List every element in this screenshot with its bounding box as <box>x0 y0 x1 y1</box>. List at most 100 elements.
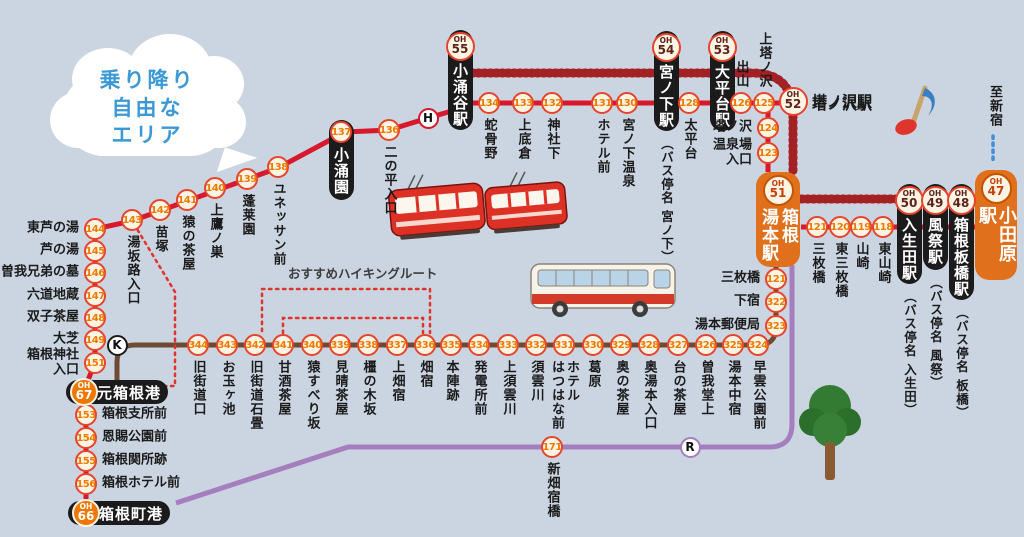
stop-146: 146 <box>84 262 106 284</box>
stop-333: 333 <box>497 334 519 356</box>
cloud-puff <box>62 72 232 156</box>
stop-148: 148 <box>84 307 106 329</box>
bus-illustration <box>530 263 676 317</box>
stop-342: 342 <box>244 334 266 356</box>
route-marker-K: K <box>106 334 128 356</box>
stop-label-328: 奥湯本入口 <box>641 360 657 430</box>
station-box-OH51: 箱根 湯本駅 <box>756 172 800 267</box>
stop-121: 121 <box>765 268 787 290</box>
stop-120: 120 <box>829 216 851 238</box>
stop-label-332: 須雲川 <box>528 360 544 402</box>
stop-label-142: 苗塚 <box>152 225 168 253</box>
station-name-OH47: 小田原駅 <box>976 206 1017 263</box>
station-note-OH49: （バス停名 風祭） <box>928 276 943 390</box>
stop-label-146: 曽我兄弟の墓 <box>0 264 79 280</box>
stop-label-323: 湯本郵便局 <box>694 317 760 333</box>
stop-171: 171 <box>541 436 563 458</box>
stop-label-144: 東芦の湯 <box>26 220 79 236</box>
stop-125: 125 <box>753 92 775 114</box>
stop-label-143: 湯坂路入口 <box>124 235 140 305</box>
station-name-OH53: 大平台駅 <box>713 64 731 128</box>
stop-label-130: 宮ノ下温泉 <box>619 118 635 188</box>
stop-label-322: 下宿 <box>733 293 760 309</box>
station-label-OH52: 塔ノ沢駅 <box>812 92 873 111</box>
station-name-OH49: 風祭駅 <box>926 217 944 265</box>
stop-329: 329 <box>610 334 632 356</box>
stop-132: 132 <box>541 92 563 114</box>
stop-label-342: 旧街道石畳 <box>247 360 263 430</box>
train-illustration <box>388 171 568 240</box>
stop-label-326: 曽我堂上 <box>698 360 714 416</box>
stop-156: 156 <box>75 473 97 495</box>
stop-label-324: 早雲公園前 <box>750 360 766 430</box>
station-note-OH50: （バス停名 入生田） <box>902 290 917 417</box>
stop-label-339: 見晴茶屋 <box>332 360 348 416</box>
stop-142: 142 <box>149 199 171 221</box>
stop-label-331: ホテル はつはな前 <box>549 360 579 430</box>
stop-label-140: 上鷹ノ巣 <box>207 203 223 259</box>
stop-155: 155 <box>75 450 97 472</box>
station-name-OH55: 小涌谷駅 <box>451 63 469 127</box>
stop-label-335: 本陣跡 <box>443 360 459 402</box>
free-area-bubble: 乗り降り 自由な エリア <box>50 34 258 183</box>
stop-138: 138 <box>267 156 289 178</box>
stop-326: 326 <box>695 334 717 356</box>
bubble-line-3: エリア <box>111 123 184 148</box>
stop-label-118: 東山崎 <box>875 242 891 284</box>
stop-119: 119 <box>850 216 872 238</box>
stop-label-171: 新畑宿橋 <box>544 462 560 518</box>
stop-123: 123 <box>757 142 779 164</box>
stop-label-126: 出山 <box>733 60 749 88</box>
stop-337: 337 <box>386 334 408 356</box>
free-area-bubble-text: 乗り降り 自由な エリア <box>50 34 245 179</box>
stop-118: 118 <box>872 216 894 238</box>
stop-134: 134 <box>478 92 500 114</box>
tree-illustration <box>799 385 861 480</box>
tonosawa-station-label: 塔ノ沢駅 <box>812 95 873 113</box>
station-name-137: 小涌園 <box>332 147 350 195</box>
stop-label-128: 太平台 <box>681 118 697 160</box>
stop-label-138: ユネッサン前 <box>270 182 286 266</box>
stop-139: 139 <box>236 168 258 190</box>
stop-147: 147 <box>84 285 106 307</box>
stop-label-336: 畑宿 <box>417 360 433 388</box>
stop-label-123: 温泉場 入口 <box>712 137 752 167</box>
stop-label-341: 甘酒茶屋 <box>275 360 291 416</box>
to-shinjuku-label: 至新宿 <box>987 85 1002 127</box>
stop-label-153: 箱根支所前 <box>102 406 168 422</box>
stop-334: 334 <box>468 334 490 356</box>
stop-124: 124 <box>757 117 779 139</box>
stop-label-125: 上塔ノ沢 <box>756 32 772 88</box>
music-note-illustration <box>895 85 935 135</box>
stop-144: 144 <box>84 218 106 240</box>
stop-336: 336 <box>414 334 436 356</box>
stop-325: 325 <box>722 334 744 356</box>
stop-330: 330 <box>582 334 604 356</box>
stop-121: 121 <box>806 216 828 238</box>
stop-327: 327 <box>667 334 689 356</box>
stop-label-338: 橿の木坂 <box>360 360 376 416</box>
stop-130: 130 <box>616 92 638 114</box>
stop-126: 126 <box>730 92 752 114</box>
station-name-OH48: 箱根板橋駅 <box>952 217 970 297</box>
stop-331: 331 <box>553 334 575 356</box>
stop-328: 328 <box>638 334 660 356</box>
stop-136: 136 <box>378 119 400 141</box>
stop-label-132: 神社下 <box>544 118 560 160</box>
stop-338: 338 <box>357 334 379 356</box>
station-name-OH54: 宮ノ下駅 <box>657 64 675 128</box>
stop-154: 154 <box>75 427 97 449</box>
stop-128: 128 <box>678 92 700 114</box>
stop-label-124: 塔ノ沢 <box>712 119 752 135</box>
stop-344: 344 <box>187 334 209 356</box>
stop-label-330: 葛原 <box>585 360 601 388</box>
station-name-OH66: 箱根町港 <box>98 504 163 523</box>
